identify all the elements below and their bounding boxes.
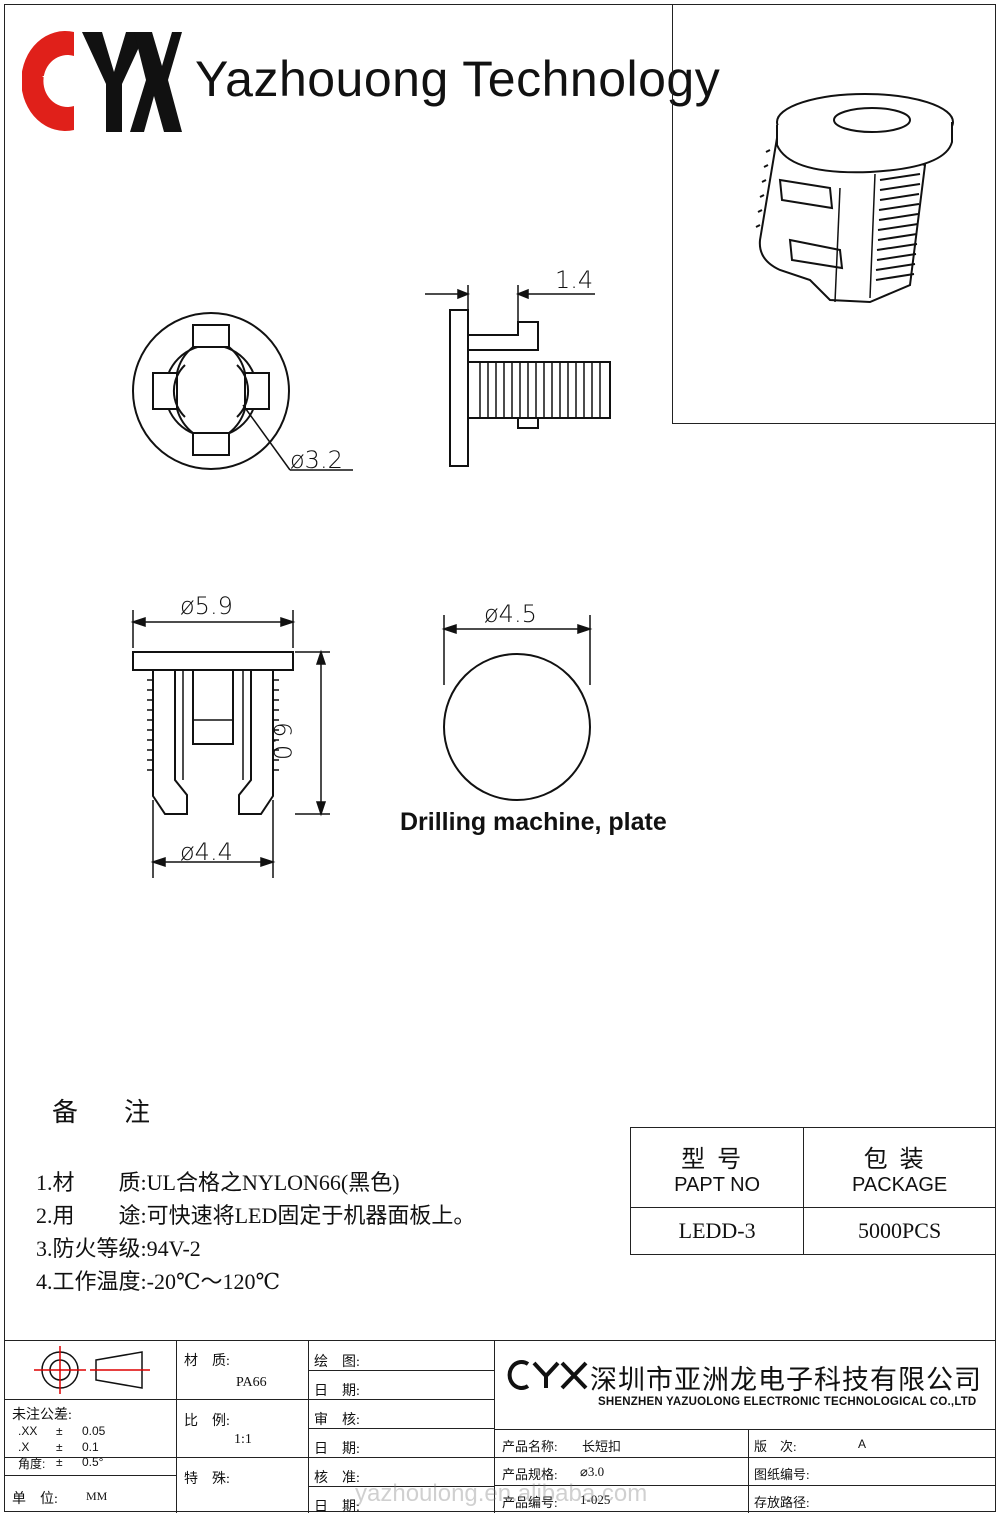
bore-diameter-label: ø3.2	[290, 446, 343, 474]
company-logo	[507, 1360, 588, 1390]
version-label: 版 次:	[754, 1439, 797, 1454]
tol-x-value: 0.1	[82, 1440, 99, 1454]
product-name-value: 长短扣	[582, 1439, 622, 1454]
material-label: 材 质:	[184, 1354, 230, 1369]
drawn-label: 绘 图:	[314, 1355, 360, 1370]
review-label: 审 核:	[314, 1413, 360, 1428]
scale-value: 1:1	[234, 1432, 252, 1447]
body-diameter-label: ø4.4	[180, 838, 233, 866]
drawing-frame	[4, 4, 996, 1512]
review-date-label: 日 期:	[314, 1442, 360, 1457]
hole-caption: Drilling machine, plate	[400, 808, 667, 836]
tol-xx-label: .XX	[18, 1424, 38, 1438]
company-title: Yazhouong Technology	[195, 51, 721, 107]
tol-xx-value: 0.05	[82, 1424, 106, 1438]
section-view-drawing	[130, 610, 330, 878]
product-code-label: 产品编号:	[502, 1495, 558, 1510]
special-label: 特 殊:	[184, 1472, 230, 1487]
part-no-header-cn: 型号	[681, 1146, 754, 1173]
note-usage: 2.用 途:可快速将LED固定于机器面板上。	[36, 1203, 476, 1228]
hole-diameter-label: ø4.5	[484, 600, 537, 628]
side-view-drawing	[425, 285, 611, 467]
cyx-logo	[22, 31, 182, 132]
product-spec-label: 产品规格:	[502, 1467, 558, 1482]
notes-title: 备注	[52, 1098, 197, 1127]
product-name-label: 产品名称:	[502, 1439, 558, 1454]
material-value: PA66	[236, 1375, 267, 1390]
version-value: A	[858, 1437, 867, 1451]
height-label: 6.0	[268, 722, 296, 761]
tol-xx-pm: ±	[56, 1424, 63, 1438]
storage-path-label: 存放路径:	[754, 1495, 810, 1510]
tol-angle-label: 角度:	[18, 1457, 46, 1471]
approve-label: 核 准:	[314, 1471, 360, 1486]
title-block	[4, 1340, 996, 1513]
isometric-part-drawing	[755, 93, 954, 304]
product-spec-value: ⌀3.0	[580, 1464, 605, 1479]
tol-x-pm: ±	[56, 1440, 63, 1454]
company-name-cn: 深圳市亚洲龙电子科技有限公司	[590, 1365, 982, 1395]
tolerance-title: 未注公差:	[12, 1408, 72, 1423]
part-no-header-en: PAPT NO	[674, 1173, 761, 1196]
package-header: 包装 PACKAGE	[803, 1127, 996, 1208]
tol-angle-pm: ±	[56, 1455, 63, 1469]
product-code-value: 1-025	[580, 1492, 611, 1507]
drawing-no-label: 图纸编号:	[754, 1467, 810, 1482]
watermark: yazhoulong.en.alibaba.com	[355, 1480, 648, 1507]
note-material: 1.材 质:UL合格之NYLON66(黑色)	[36, 1170, 400, 1195]
package-value: 5000PCS	[803, 1207, 996, 1255]
unit-label: 单 位:	[12, 1492, 58, 1507]
drawn-date-label: 日 期:	[314, 1384, 360, 1399]
note-fire-rating: 3.防火等级:94V-2	[36, 1236, 201, 1261]
parts-table: 型号 PAPT NO 包装 PACKAGE LEDD-3 5000PCS	[629, 1127, 996, 1255]
unit-value: MM	[86, 1489, 108, 1503]
approve-date-label: 日 期:	[314, 1500, 360, 1515]
company-name-en: SHENZHEN YAZUOLONG ELECTRONIC TECHNOLOGI…	[598, 1396, 977, 1408]
scale-label: 比 例:	[184, 1414, 230, 1429]
flange-thickness-label: 1.4	[555, 266, 594, 294]
isometric-view-panel	[672, 4, 996, 424]
projection-symbol-icon	[34, 1346, 150, 1394]
note-temperature: 4.工作温度:-20℃～120℃	[36, 1269, 281, 1294]
flange-diameter-label: ø5.9	[180, 592, 233, 620]
tol-x-label: .X	[18, 1440, 30, 1454]
package-header-en: PACKAGE	[852, 1173, 948, 1196]
part-no-header: 型号 PAPT NO	[629, 1127, 805, 1208]
part-no-value: LEDD-3	[629, 1207, 805, 1255]
end-view-drawing	[132, 312, 353, 471]
package-header-cn: 包装	[863, 1146, 936, 1173]
mounting-hole-drawing	[441, 615, 593, 801]
tol-angle-value: 0.5°	[82, 1455, 104, 1469]
